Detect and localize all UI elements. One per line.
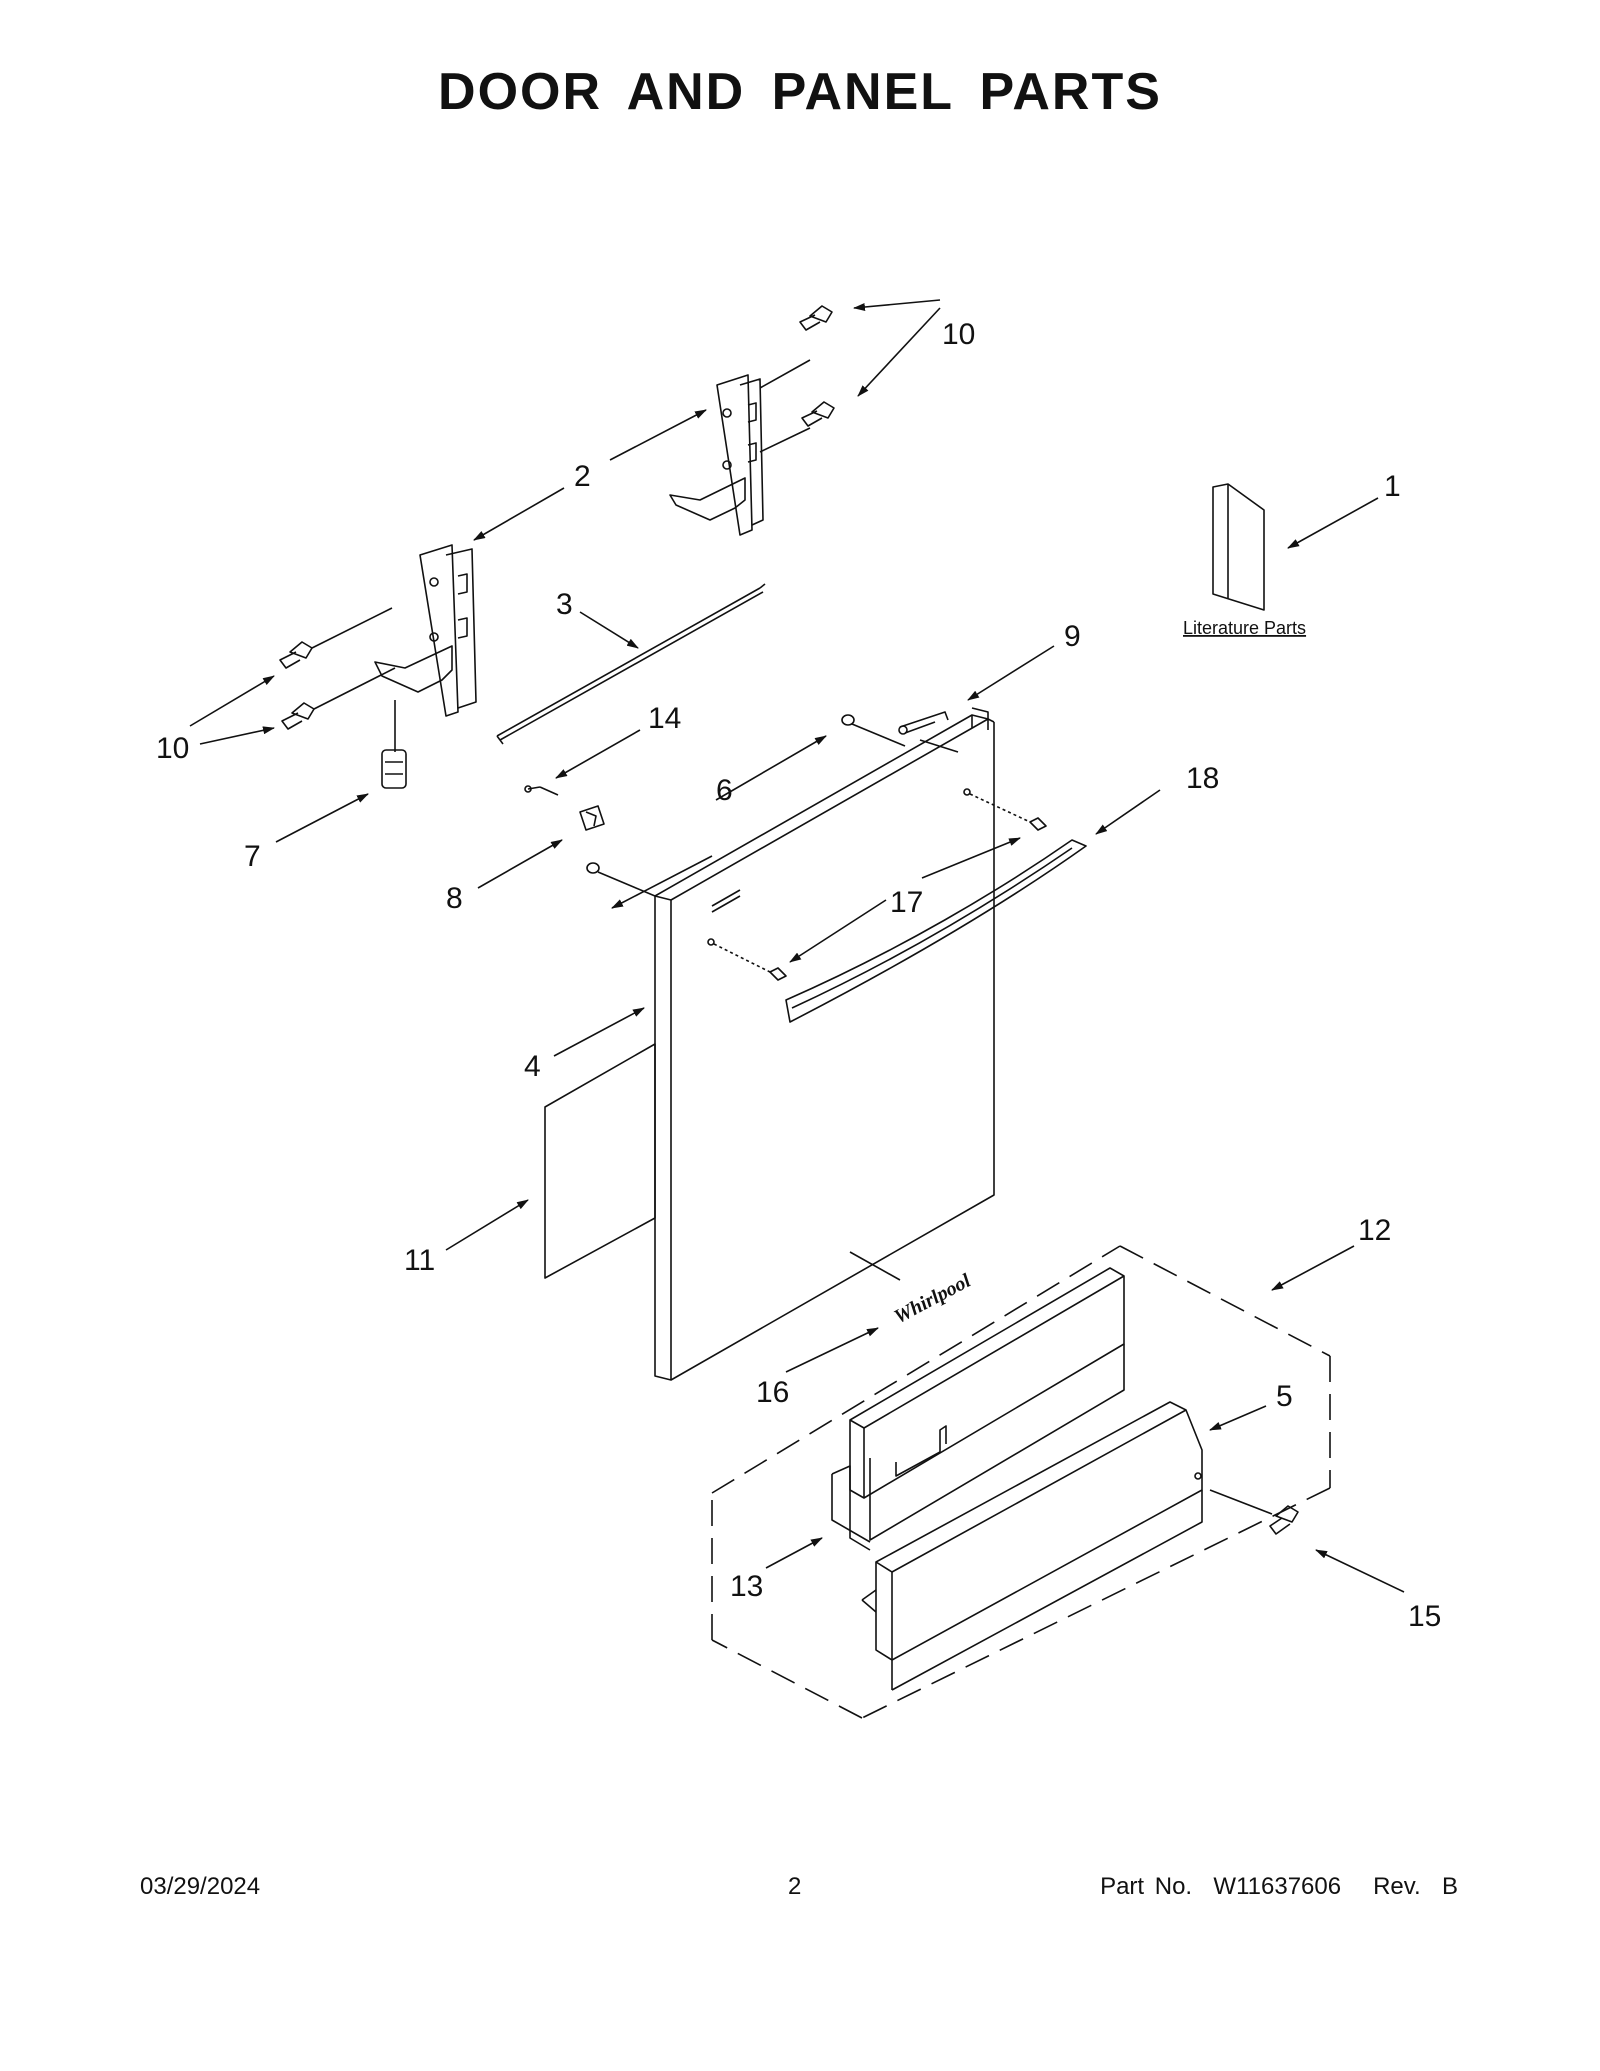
toe-panel	[831, 1267, 1125, 1551]
hinge-link-cap	[381, 749, 407, 789]
callout-12: 12	[1358, 1214, 1391, 1247]
toe-panel-assembly-box	[711, 1245, 1331, 1719]
handle-screw	[707, 788, 1047, 981]
callout-15: 15	[1408, 1600, 1441, 1633]
callout-8: 8	[446, 882, 463, 915]
callout-11: 11	[404, 1244, 435, 1277]
callout-13: 13	[730, 1570, 763, 1603]
hinge-screw-top	[799, 305, 835, 427]
callout-6: 6	[716, 774, 733, 807]
callout-3: 3	[556, 588, 573, 621]
footer-part-number: Part No. W11637606 Rev. B	[1100, 1873, 1458, 1900]
literature-parts-label: Literature Parts	[1183, 618, 1306, 638]
door-latch-block	[579, 805, 605, 831]
footer-date: 03/29/2024	[140, 1873, 261, 1900]
toe-kick-bracket	[861, 1401, 1203, 1691]
callout-10-top: 10	[942, 318, 975, 351]
callout-2: 2	[574, 460, 591, 493]
callout-1: 1	[1384, 470, 1401, 503]
door-rod	[496, 583, 766, 745]
callout-17: 17	[890, 886, 923, 919]
whirlpool-logo: Whirlpool	[890, 1269, 974, 1328]
callout-10-left: 10	[156, 732, 189, 765]
door-grommet	[586, 714, 855, 874]
page-title: DOOR AND PANEL PARTS	[438, 63, 1162, 121]
door-hinge-bracket-left	[374, 544, 477, 752]
callout-16: 16	[756, 1376, 789, 1409]
door-latch-clip	[898, 711, 949, 735]
door-hinge-bracket-right	[669, 374, 764, 536]
door-screw	[524, 785, 559, 796]
hinge-screw-left	[279, 641, 315, 730]
callout-5: 5	[1276, 1380, 1293, 1413]
callout-18: 18	[1186, 762, 1219, 795]
callout-14: 14	[648, 702, 681, 735]
toe-panel-screw	[1269, 1505, 1299, 1535]
door-handle	[785, 839, 1087, 1023]
literature-booklet	[1212, 483, 1265, 611]
callout-4: 4	[524, 1050, 541, 1083]
footer-page-number: 2	[788, 1873, 802, 1900]
outer-door-panel	[654, 707, 995, 1381]
callout-9: 9	[1064, 620, 1081, 653]
door-insulation	[544, 1043, 656, 1279]
callout-7: 7	[244, 840, 261, 873]
